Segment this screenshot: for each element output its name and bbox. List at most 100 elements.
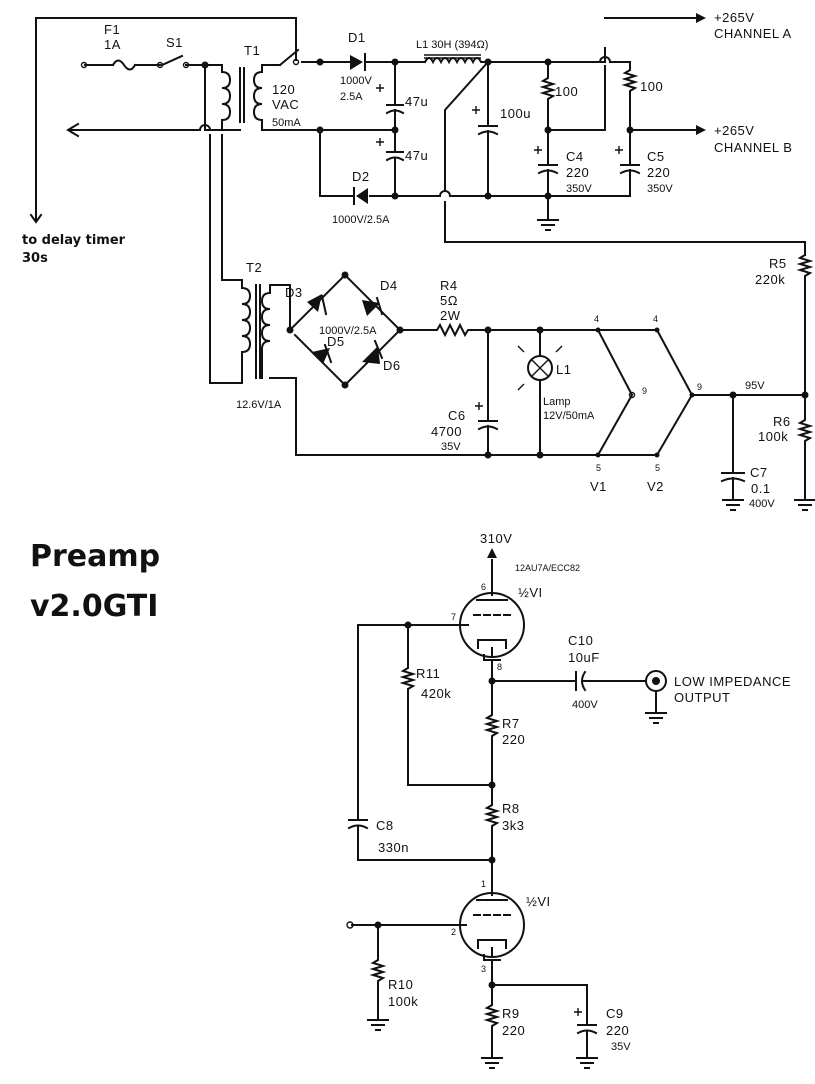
r10-label: R10 — [388, 977, 413, 992]
d1-label: D1 — [348, 30, 366, 45]
out-a-voltage: +265V — [714, 10, 754, 25]
c10-value: 10uF — [568, 650, 600, 665]
pin-8: 8 — [497, 662, 502, 672]
f1-label: F1 — [104, 22, 120, 37]
tube-type: 12AU7A/ECC82 — [515, 563, 580, 573]
b-plus-label: 310V — [480, 531, 512, 546]
f1-value: 1A — [104, 37, 121, 52]
cap-47u-top: 47u — [405, 94, 428, 109]
c7-label: C7 — [750, 465, 768, 480]
pin-7: 7 — [451, 612, 456, 622]
pin-4-v2: 4 — [653, 314, 658, 324]
r6-label: R6 — [773, 414, 791, 429]
mains-section — [29, 17, 324, 224]
out-b-voltage: +265V — [714, 123, 754, 138]
c6-label: C6 — [448, 408, 466, 423]
cap-47u-bottom: 47u — [405, 148, 428, 163]
c7-rating: 400V — [749, 498, 775, 510]
c6-rating: 35V — [441, 441, 461, 453]
r11-value: 420k — [421, 686, 451, 701]
d3-label: D3 — [285, 285, 303, 300]
r4-label: R4 — [440, 278, 458, 293]
half-v1-bottom: ½VI — [526, 894, 551, 909]
pin-6: 6 — [481, 582, 486, 592]
c9-value: 220 — [606, 1023, 629, 1038]
labels: F1 1A S1 T1 120 VAC 50mA D1 1000V 2.5A L… — [22, 10, 792, 1053]
c9-label: C9 — [606, 1006, 624, 1021]
cap-100u: 100u — [500, 106, 531, 121]
t1-vac: VAC — [272, 97, 299, 112]
title-line-2: v2.0GTI — [30, 589, 158, 624]
out-b-name: CHANNEL B — [714, 140, 792, 155]
c8-label: C8 — [376, 818, 394, 833]
half-v1-top: ½VI — [518, 585, 543, 600]
heater-voltage: 95V — [745, 380, 765, 392]
pin-1: 1 — [481, 879, 486, 889]
c4-label: C4 — [566, 149, 584, 164]
d2-rating: 1000V/2.5A — [332, 214, 390, 226]
delay-timer-time: 30s — [22, 251, 48, 266]
delay-timer-label: to delay timer — [22, 233, 126, 248]
r5-label: R5 — [769, 256, 787, 271]
choke-label: L1 30H (394Ω) — [416, 39, 488, 51]
d6-label: D6 — [383, 358, 401, 373]
s1-label: S1 — [166, 35, 183, 50]
d4-label: D4 — [380, 278, 398, 293]
r9-label: R9 — [502, 1006, 520, 1021]
c5-label: C5 — [647, 149, 665, 164]
t1-label: T1 — [244, 43, 260, 58]
pin-3: 3 — [481, 964, 486, 974]
r7-value: 220 — [502, 732, 525, 747]
r-100-b: 100 — [640, 79, 663, 94]
c4-rating: 350V — [566, 183, 592, 195]
d2-label: D2 — [352, 169, 370, 184]
pin-9-v2: 9 — [697, 382, 702, 392]
c10-rating: 400V — [572, 699, 598, 711]
pin-9-v1: 9 — [642, 386, 647, 396]
c6-value: 4700 — [431, 424, 462, 439]
d5-label: D5 — [327, 334, 345, 349]
output-filter — [487, 13, 706, 231]
lamp-label: L1 — [556, 362, 571, 377]
r-100-a: 100 — [555, 84, 578, 99]
r5-value: 220k — [755, 272, 785, 287]
r8-value: 3k3 — [502, 818, 524, 833]
c4-value: 220 — [566, 165, 589, 180]
pin-4-v1: 4 — [594, 314, 599, 324]
preamp-section — [346, 548, 667, 1069]
r6-value: 100k — [758, 429, 788, 444]
out-a-name: CHANNEL A — [714, 26, 792, 41]
title-line-1: Preamp — [30, 539, 160, 574]
pin-2: 2 — [451, 927, 456, 937]
r11-label: R11 — [416, 666, 440, 681]
r10-value: 100k — [388, 994, 418, 1009]
voltage-doubler — [319, 47, 806, 256]
c5-value: 220 — [647, 165, 670, 180]
d1-voltage: 1000V — [340, 75, 372, 87]
d1-current: 2.5A — [340, 91, 363, 103]
r7-label: R7 — [502, 716, 520, 731]
heater-supply — [209, 134, 815, 511]
t1-current: 50mA — [272, 117, 301, 129]
bridge-rating: 1000V/2.5A — [319, 325, 377, 337]
c7-value: 0.1 — [751, 481, 771, 496]
v1-label: V1 — [590, 479, 607, 494]
pin-5-v1: 5 — [596, 463, 601, 473]
r4-value: 5Ω — [440, 293, 458, 308]
output-label-1: LOW IMPEDANCE — [674, 674, 791, 689]
v2-label: V2 — [647, 479, 664, 494]
r4-watts: 2W — [440, 308, 461, 323]
pin-5-v2: 5 — [655, 463, 660, 473]
lamp-rating: 12V/50mA — [543, 410, 595, 422]
t2-label: T2 — [246, 260, 262, 275]
c10-label: C10 — [568, 633, 593, 648]
c8-value: 330n — [378, 840, 409, 855]
lamp-desc: Lamp — [543, 396, 571, 408]
t1-voltage: 120 — [272, 82, 295, 97]
r8-label: R8 — [502, 801, 520, 816]
r9-value: 220 — [502, 1023, 525, 1038]
output-label-2: OUTPUT — [674, 690, 730, 705]
c5-rating: 350V — [647, 183, 673, 195]
c9-rating: 35V — [611, 1041, 631, 1053]
